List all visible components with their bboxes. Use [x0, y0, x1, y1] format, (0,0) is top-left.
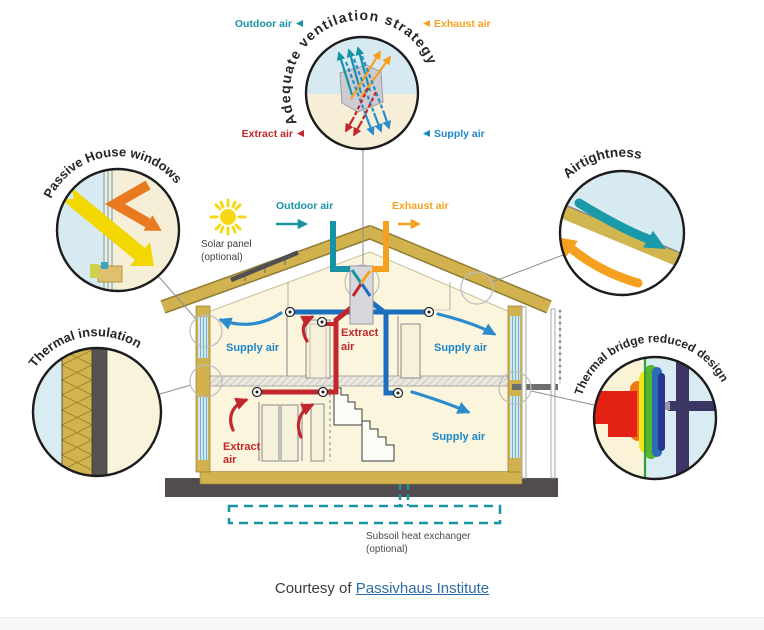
house-air-labels: Outdoor air Exhaust air Supply air Suppl…	[223, 200, 488, 466]
supply-air-upper-left-label: Supply air	[226, 342, 280, 354]
roof	[160, 224, 552, 314]
highlight-wall	[189, 364, 223, 398]
vent-extract-marker-icon	[297, 130, 304, 137]
solar-panel	[230, 250, 299, 283]
extract-air-upper-label-line1: Extract	[341, 327, 379, 339]
exhaust-air-pipe	[372, 221, 389, 272]
sun-icon	[209, 198, 247, 236]
highlight-circles	[189, 271, 532, 405]
subsoil-label-line1: Subsoil heat exchanger	[366, 531, 471, 542]
house-interior	[207, 251, 511, 471]
callout-connectors	[158, 254, 595, 406]
extract-air-lower-label-line1: Extract	[223, 441, 261, 453]
vent-supply-label: Supply air	[434, 128, 485, 140]
insulation-circle: Thermal insulation	[25, 324, 163, 478]
vent-outdoor-marker-icon	[296, 20, 303, 27]
airtightness-circle: Airtightness	[558, 145, 686, 297]
caption: Courtesy of Passivhaus Institute	[0, 580, 764, 597]
highlight-window	[189, 314, 223, 348]
air-vents	[251, 306, 435, 399]
passivhaus-institute-link[interactable]: Passivhaus Institute	[355, 580, 490, 597]
ventilation-circle: Adequate ventilation strategy Outdoor ai…	[235, 7, 491, 151]
supply-air-upper-right-label: Supply air	[434, 342, 488, 354]
exhaust-air-label: Exhaust air	[392, 200, 449, 212]
extract-air-lower-label-line2: air	[223, 454, 237, 466]
outdoor-air-pipe	[330, 221, 350, 272]
heat-reflect-arrow	[104, 180, 151, 228]
highlight-junction	[498, 371, 532, 405]
subsoil-heat-exchanger: Subsoil heat exchanger (optional)	[227, 464, 502, 555]
stairs	[329, 387, 395, 462]
vent-extract-label: Extract air	[242, 128, 293, 140]
thermal-bridge-circle: Thermal bridge reduced design	[572, 331, 731, 481]
vent-exhaust-label: Exhaust air	[434, 18, 491, 30]
vent-outdoor-label: Outdoor air	[235, 18, 292, 30]
windows-circle: Passive House windows	[40, 144, 185, 293]
highlight-roof	[460, 271, 494, 305]
heat-recovery-unit	[344, 150, 380, 325]
balcony	[512, 306, 562, 479]
caption-prefix: Courtesy of	[274, 580, 352, 597]
sun-gain-arrow	[61, 187, 154, 266]
left-wall	[195, 305, 211, 473]
vent-supply-marker-icon	[423, 130, 430, 137]
airflow-arrows	[218, 311, 497, 439]
subsoil-label-line2: (optional)	[366, 544, 408, 555]
outdoor-air-label: Outdoor air	[276, 200, 333, 212]
vent-exhaust-marker-icon	[423, 20, 430, 27]
solar-panel-label-line1: Solar panel	[201, 239, 252, 250]
supply-air-lower-right-label: Supply air	[432, 431, 486, 443]
extract-air-upper-label-line2: air	[341, 341, 355, 353]
footer-strip	[0, 617, 764, 630]
solar-panel-label-line2: (optional)	[201, 252, 243, 263]
